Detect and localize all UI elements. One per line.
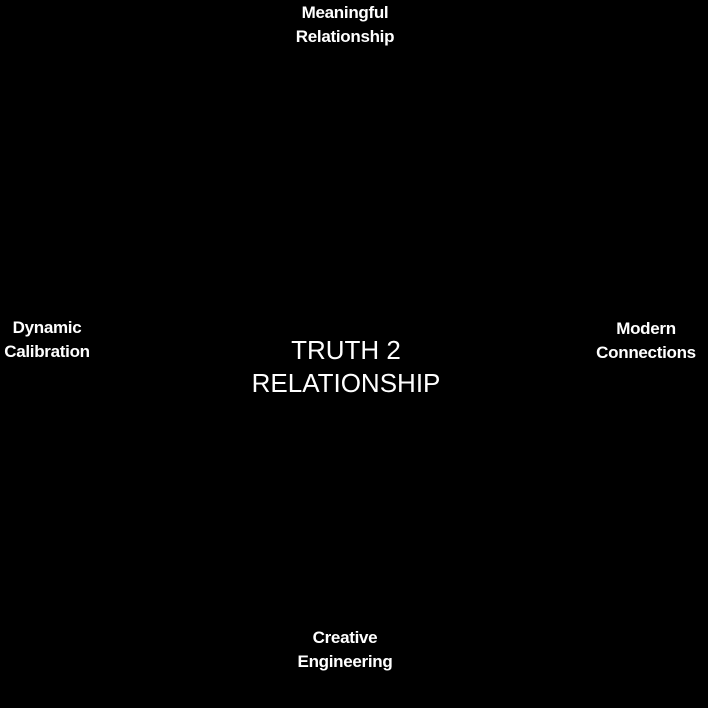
node-bottom-line-2: Engineering [297, 652, 393, 671]
node-modern-connections: Modern Connections [546, 317, 708, 365]
node-top-line-2: Relationship [295, 27, 395, 46]
center-title-line-2: RELATIONSHIP [251, 368, 441, 398]
center-title-line-1: TRUTH 2 [291, 335, 401, 365]
node-creative-engineering: Creative Engineering [245, 626, 445, 674]
node-left-line-2: Calibration [4, 342, 90, 361]
node-top-line-1: Meaningful [301, 3, 389, 22]
node-meaningful-relationship: Meaningful Relationship [245, 1, 445, 49]
node-right-line-1: Modern [616, 319, 676, 338]
center-title: TRUTH 2 RELATIONSHIP [196, 334, 496, 400]
node-bottom-line-1: Creative [312, 628, 378, 647]
node-left-line-1: Dynamic [12, 318, 82, 337]
node-right-line-2: Connections [596, 343, 696, 362]
node-dynamic-calibration: Dynamic Calibration [0, 316, 147, 364]
